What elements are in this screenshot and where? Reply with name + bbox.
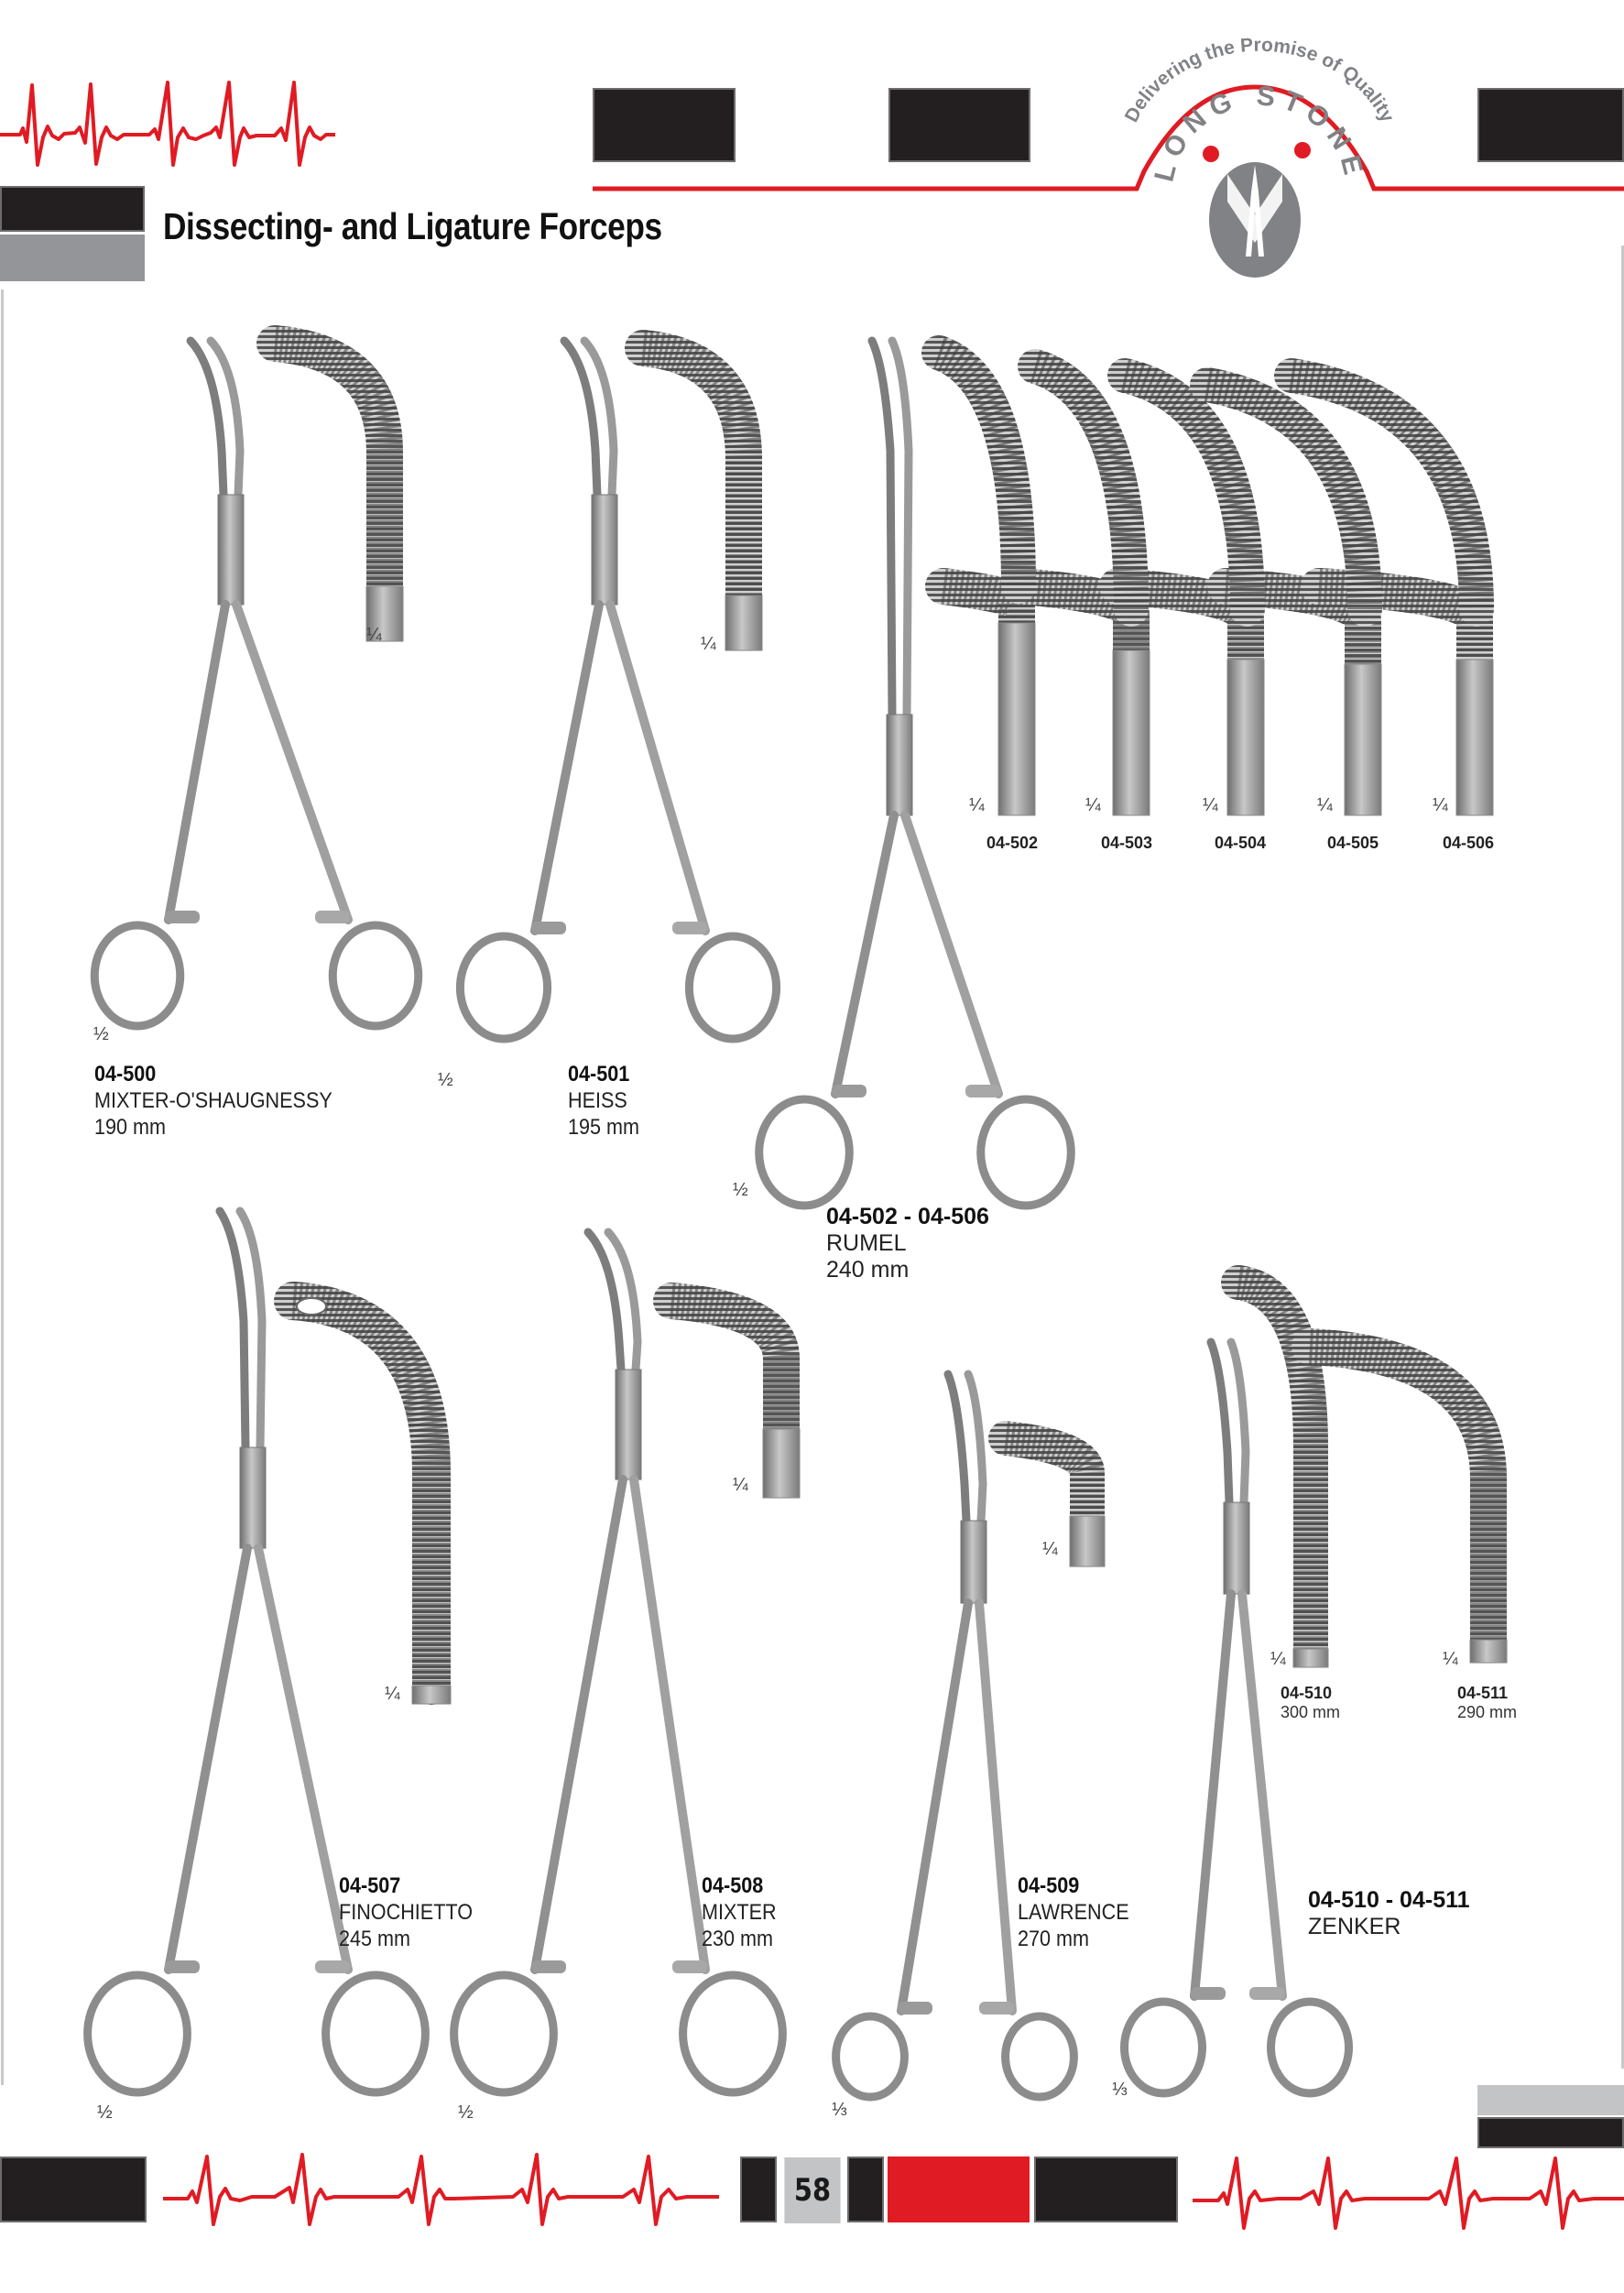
serration-icon — [1029, 349, 1149, 610]
variant-code: 04-505 — [1327, 834, 1379, 852]
footer-block-3 — [1034, 2157, 1178, 2222]
page-title: Dissecting- and Ligature Forceps — [163, 205, 662, 247]
tip-scale-label: ¼ — [1317, 795, 1333, 815]
product-length: 190 mm — [94, 1115, 167, 1140]
serrated-tip-detail-icon — [653, 1283, 801, 1499]
forceps-illustration-icon — [83, 1207, 430, 2097]
forceps-illustration-icon — [450, 1228, 787, 2097]
serrated-tip-detail-icon — [1221, 1265, 1329, 1668]
product-length: 245 mm — [339, 1927, 411, 1951]
product-length: 230 mm — [702, 1927, 774, 1951]
tip-scale-label: ¼ — [1270, 1649, 1286, 1669]
footer-block-2 — [847, 2157, 884, 2222]
tip-scale-label: ¼ — [1433, 795, 1448, 815]
footer-block-1 — [740, 2157, 777, 2222]
right-rule — [1621, 246, 1624, 2069]
product-name: LAWRENCE — [1018, 1900, 1129, 1925]
footer-block-left — [0, 2157, 147, 2222]
variant-code: 04-504 — [1215, 834, 1267, 852]
serrated-jaw-icon — [1107, 358, 1265, 627]
scale-label: ⅓ — [1112, 2080, 1128, 2100]
product-code: 04-501 — [568, 1062, 630, 1086]
product-04-501: 04-501 HEISS 195 mm — [568, 1061, 648, 1141]
tip-scale-label: ¼ — [1443, 1649, 1458, 1669]
left-rule — [1, 289, 4, 2085]
product-code: 04-500 — [94, 1062, 157, 1086]
footer-tab-gray — [1477, 2085, 1624, 2115]
product-name: MIXTER — [702, 1900, 777, 1925]
header-block-3 — [1477, 88, 1624, 162]
product-code: 04-508 — [702, 1873, 764, 1898]
forceps-illustration-icon — [1120, 1338, 1353, 2098]
product-name: ZENKER — [1308, 1914, 1401, 1939]
title-tab-gray — [0, 235, 145, 281]
scale-label: ½ — [438, 1070, 453, 1090]
product-length: 240 mm — [826, 1257, 910, 1283]
variant-length: 300 mm — [1281, 1703, 1341, 1721]
serrated-tip-detail-icon — [625, 330, 763, 651]
product-name: HEISS — [568, 1088, 627, 1113]
variant-code: 04-511 — [1457, 1684, 1509, 1702]
variant-code: 04-510 — [1281, 1684, 1333, 1702]
product-04-509: 04-509 LAWRENCE 270 mm — [1018, 1873, 1141, 1952]
product-length: 270 mm — [1018, 1927, 1090, 1951]
forceps-illustration-icon — [832, 1370, 1078, 2102]
variant-code: 04-502 — [986, 834, 1039, 852]
variant-length: 290 mm — [1457, 1703, 1518, 1721]
variant-code: 04-506 — [1443, 834, 1495, 852]
scale-label: ½ — [93, 1024, 109, 1044]
scale-label: ½ — [733, 1180, 748, 1200]
header-block-1 — [593, 88, 736, 162]
product-length: 195 mm — [568, 1115, 640, 1140]
tip-scale-label: ¼ — [733, 1475, 748, 1495]
serration-icon — [932, 336, 1036, 587]
product-code: 04-502 - 04-506 — [826, 1204, 989, 1229]
product-name: MIXTER-O'SHAUGNESSY — [94, 1088, 332, 1113]
product-code: 04-509 — [1018, 1873, 1080, 1898]
variant-04-510: 04-510 300 mm — [1281, 1684, 1340, 1722]
serrated-tip-detail-icon — [925, 568, 1036, 816]
scale-label: ½ — [97, 2102, 113, 2123]
serrated-tip-detail-icon — [256, 325, 404, 642]
product-name: RUMEL — [826, 1230, 907, 1256]
serration-icon — [1289, 358, 1494, 610]
title-tab-dark — [0, 186, 145, 232]
scale-label: ⅓ — [832, 2100, 847, 2120]
product-04-510-04-511: 04-510 - 04-511 ZENKER — [1308, 1887, 1470, 1940]
product-code: 04-510 - 04-511 — [1308, 1887, 1470, 1913]
serrated-tip-detail-icon — [1292, 1328, 1508, 1664]
serrated-tip-detail-icon — [988, 1421, 1106, 1567]
variant-04-511: 04-511 290 mm — [1457, 1684, 1517, 1722]
header-block-2 — [888, 88, 1030, 162]
product-04-502-04-506: 04-502 - 04-506 RUMEL 240 mm — [826, 1204, 989, 1283]
forceps-illustration-icon — [455, 336, 781, 1043]
forceps-illustration-icon — [90, 336, 423, 1031]
tip-scale-label: ¼ — [969, 795, 985, 815]
variant-code: 04-503 — [1101, 834, 1153, 852]
page-number: 58 — [784, 2157, 841, 2223]
tip-scale-label: ¼ — [1203, 795, 1218, 815]
footer-block-red — [888, 2157, 1030, 2222]
footer-tab-dark — [1477, 2117, 1624, 2148]
tip-scale-label: ¼ — [1042, 1539, 1058, 1559]
forceps-illustration-icon — [755, 336, 1075, 1210]
product-04-507: 04-507 FINOCHIETTO 245 mm — [339, 1873, 487, 1952]
product-code: 04-507 — [339, 1873, 401, 1898]
tip-scale-label: ¼ — [366, 625, 382, 645]
scale-label: ½ — [458, 2102, 474, 2123]
serration-icon — [1204, 367, 1382, 610]
tip-scale-label: ¼ — [385, 1684, 400, 1704]
tip-scale-label: ¼ — [1085, 795, 1101, 815]
product-04-508: 04-508 MIXTER 230 mm — [702, 1873, 785, 1952]
serrated-tip-detail-icon — [274, 1282, 452, 1705]
product-name: FINOCHIETTO — [339, 1900, 474, 1925]
tip-scale-label: ¼ — [701, 634, 716, 654]
product-04-500: 04-500 MIXTER-O'SHAUGNESSY 190 mm — [94, 1061, 359, 1141]
